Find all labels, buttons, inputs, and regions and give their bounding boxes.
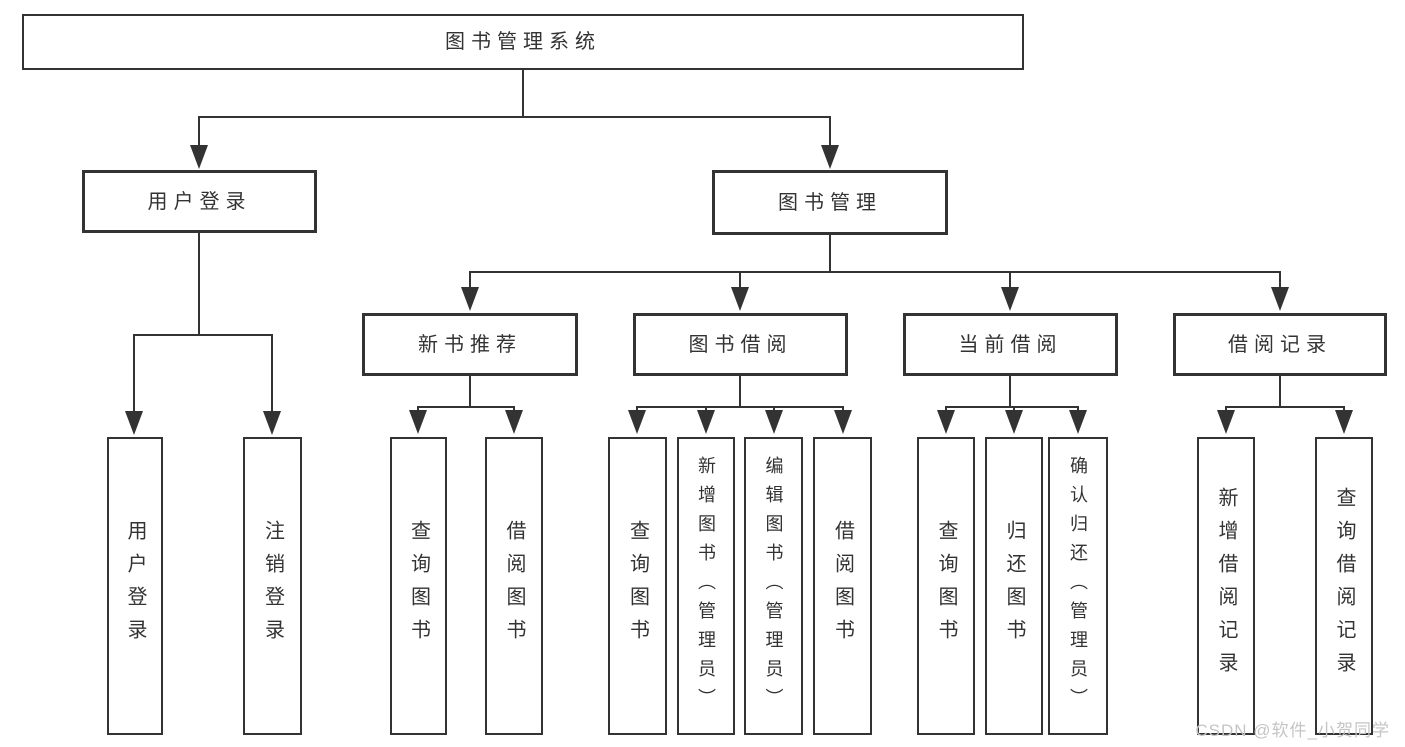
leaf-borrow-books: 借阅图书 (813, 437, 872, 735)
leaf-edit-book-admin: 编辑图书（管理员） (744, 437, 803, 735)
leaf-label: 注销登录 (261, 520, 284, 652)
node-label: 用户登录 (147, 190, 252, 213)
node-new-book-recommend: 新书推荐 (362, 313, 578, 376)
node-borrow-records: 借阅记录 (1173, 313, 1387, 376)
leaf-query-borrow-record: 查询借阅记录 (1315, 437, 1373, 735)
leaf-query-books-borrow: 查询图书 (608, 437, 667, 735)
arrow-down-icon (628, 410, 646, 434)
leaf-label: 新增借阅记录 (1215, 487, 1237, 685)
node-label: 图书管理系统 (445, 31, 601, 53)
leaf-return-book: 归还图书 (985, 437, 1043, 735)
node-library-management-system: 图书管理系统 (22, 14, 1024, 70)
leaf-label: 确认归还（管理员） (1068, 455, 1088, 717)
node-label: 图书管理 (778, 191, 882, 214)
node-book-borrow: 图书借阅 (633, 313, 848, 376)
arrow-down-icon (821, 145, 839, 169)
node-label: 图书借阅 (688, 333, 793, 356)
leaf-label: 借阅图书 (503, 520, 525, 652)
arrow-down-icon (409, 410, 427, 434)
leaf-label: 借阅图书 (831, 520, 854, 652)
leaf-label: 查询图书 (626, 520, 649, 652)
arrow-down-icon (697, 410, 715, 434)
leaf-add-borrow-record: 新增借阅记录 (1197, 437, 1255, 735)
leaf-add-book-admin: 新增图书（管理员） (677, 437, 735, 735)
leaf-logout: 注销登录 (243, 437, 302, 735)
node-current-borrow: 当前借阅 (903, 313, 1118, 376)
arrow-down-icon (1217, 410, 1235, 434)
leaf-query-books-recommend: 查询图书 (390, 437, 447, 735)
arrow-down-icon (125, 411, 143, 435)
node-label: 借阅记录 (1228, 333, 1332, 356)
arrow-down-icon (461, 287, 479, 311)
arrow-down-icon (1069, 410, 1087, 434)
leaf-label: 用户登录 (124, 520, 146, 652)
arrow-down-icon (1271, 287, 1289, 311)
arrow-down-icon (937, 410, 955, 434)
leaf-borrow-books-recommend: 借阅图书 (485, 437, 543, 735)
arrow-down-icon (1001, 287, 1019, 311)
arrow-down-icon (765, 410, 783, 434)
arrow-down-icon (1005, 410, 1023, 434)
arrow-down-icon (834, 410, 852, 434)
csdn-watermark: CSDN @软件_小贺同学 (1195, 721, 1390, 740)
leaf-label: 编辑图书（管理员） (763, 455, 784, 717)
leaf-label: 查询图书 (935, 520, 957, 652)
arrow-down-icon (190, 145, 208, 169)
leaf-query-books-current: 查询图书 (917, 437, 975, 735)
leaf-label: 查询借阅记录 (1333, 487, 1355, 685)
leaf-label: 归还图书 (1003, 520, 1025, 652)
arrow-down-icon (263, 411, 281, 435)
arrow-down-icon (731, 287, 749, 311)
node-user-login: 用户登录 (82, 170, 317, 233)
leaf-label: 新增图书（管理员） (696, 455, 716, 717)
node-label: 当前借阅 (958, 333, 1063, 356)
leaf-confirm-return-admin: 确认归还（管理员） (1048, 437, 1108, 735)
leaf-label: 查询图书 (407, 520, 430, 652)
arrow-down-icon (1335, 410, 1353, 434)
node-book-management: 图书管理 (712, 170, 948, 235)
arrow-down-icon (505, 410, 523, 434)
node-label: 新书推荐 (418, 333, 522, 356)
leaf-user-login: 用户登录 (107, 437, 163, 735)
